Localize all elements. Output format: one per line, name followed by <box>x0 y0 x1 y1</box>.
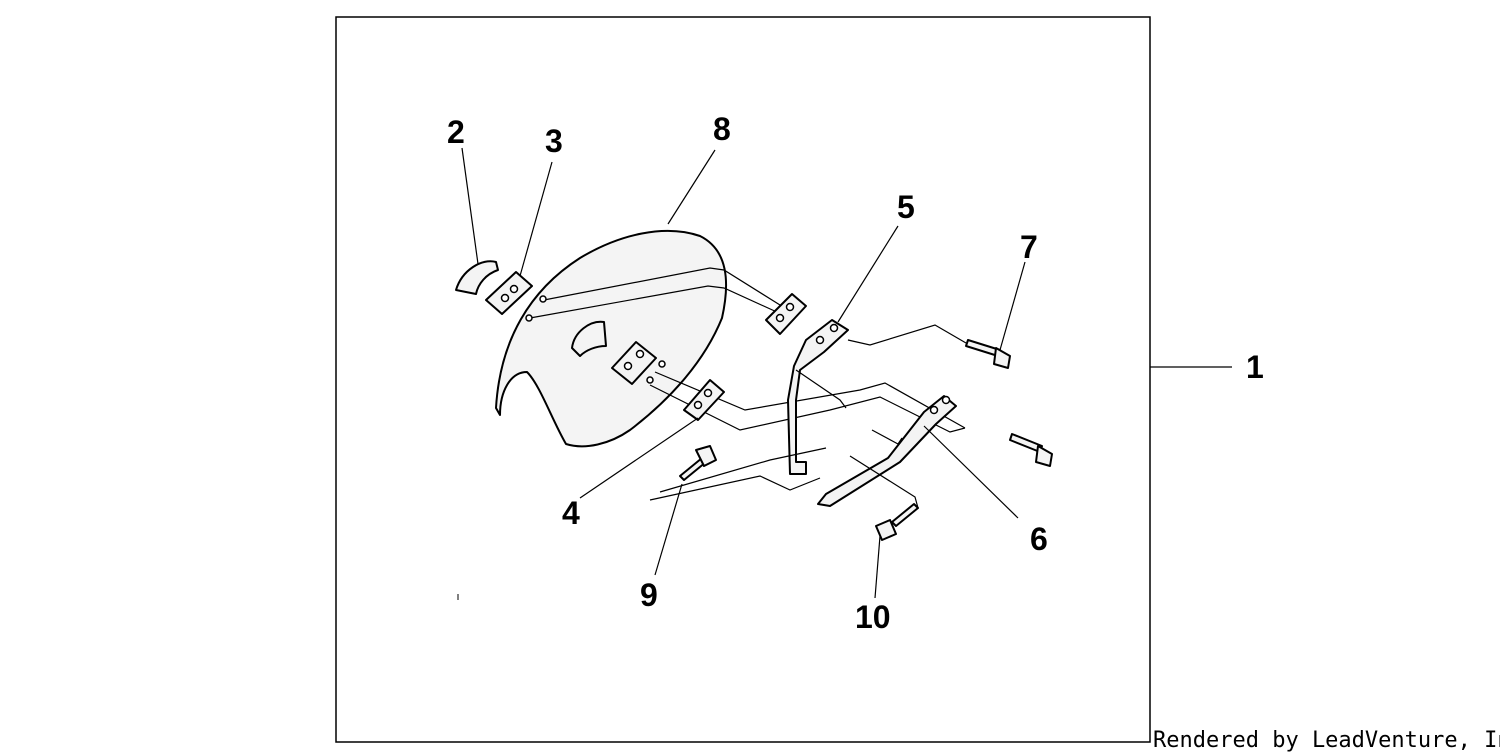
plate-upper-right <box>765 293 807 335</box>
render-credit: Rendered by LeadVenture, Inc. <box>1153 728 1500 753</box>
callout-3: 3 <box>545 123 563 159</box>
windscreen-part-8 <box>495 230 727 448</box>
guide-line-bolt-7 <box>847 324 967 346</box>
guide-line-lower-2 <box>649 384 966 433</box>
leader-3 <box>519 161 553 277</box>
bolt-lower-right <box>1009 433 1053 467</box>
callout-2: 2 <box>447 114 465 150</box>
callout-10: 10 <box>855 599 891 635</box>
guide-line-bolt-9b <box>659 447 827 493</box>
callout-9: 9 <box>640 577 658 613</box>
leader-5 <box>837 225 899 323</box>
callout-1: 1 <box>1246 349 1264 385</box>
bracket-part-5 <box>787 319 849 475</box>
callout-6: 6 <box>1030 521 1048 557</box>
leader-2 <box>461 147 479 265</box>
plate-part-3 <box>485 271 533 315</box>
leader-8 <box>667 149 716 225</box>
callout-4: 4 <box>562 495 580 531</box>
callout-8: 8 <box>713 111 731 147</box>
cushion-center <box>571 320 607 357</box>
bolt-part-9 <box>679 445 717 481</box>
bracket-5-tab <box>795 369 847 409</box>
leader-7 <box>999 261 1026 351</box>
plate-center <box>611 341 657 385</box>
bolt-part-7 <box>965 339 1011 369</box>
bracket-6-tab <box>871 429 903 445</box>
leader-4 <box>579 417 699 499</box>
leader-6 <box>923 425 1019 519</box>
plate-part-4 <box>683 379 725 421</box>
bolt-part-10 <box>875 503 919 541</box>
cushion-part-2 <box>455 260 499 295</box>
leader-10 <box>874 535 881 599</box>
cushion-edge <box>455 289 477 295</box>
guide-line-bolt-9 <box>649 475 821 501</box>
guide-line-bolt-10 <box>849 455 919 509</box>
guide-line-upper <box>543 267 781 306</box>
diagram-frame <box>335 16 1151 743</box>
guide-line-mid <box>529 285 791 319</box>
callout-7: 7 <box>1020 229 1038 265</box>
callout-5: 5 <box>897 189 915 225</box>
leader-9 <box>654 483 683 576</box>
